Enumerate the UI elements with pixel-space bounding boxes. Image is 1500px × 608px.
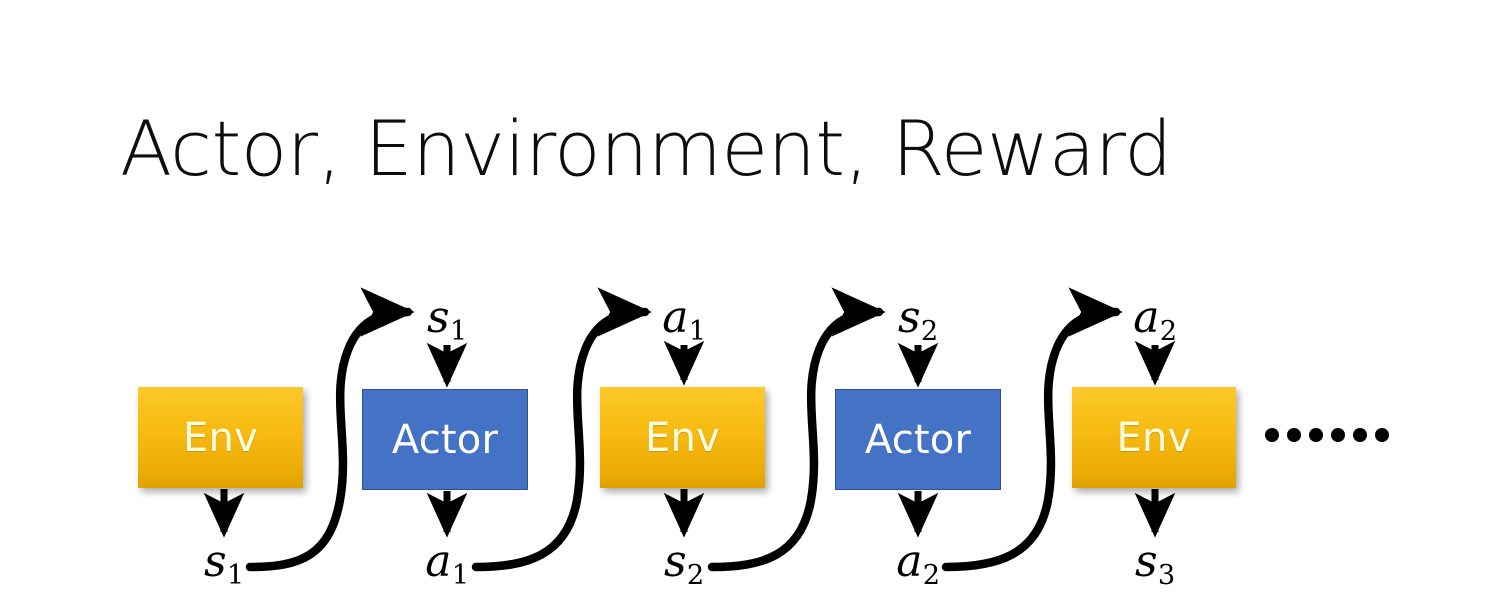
label-bottom-s2: s2 <box>664 540 704 590</box>
node-env-3[interactable]: Env <box>1072 387 1236 488</box>
node-env-2[interactable]: Env <box>600 387 765 488</box>
ellipsis-dots <box>1265 428 1389 442</box>
ellipsis-dot <box>1331 428 1345 442</box>
page-title: Actor, Environment, Reward <box>120 104 1172 193</box>
label-top-a1: a1 <box>662 296 706 346</box>
subscript: 3 <box>1157 560 1176 592</box>
label-bottom-s3: s3 <box>1135 540 1175 590</box>
symbol: a <box>425 536 452 587</box>
symbol: a <box>1133 292 1160 343</box>
node-label: Env <box>645 414 720 461</box>
node-actor-2[interactable]: Actor <box>835 389 1001 490</box>
arrow-out-of-box-group <box>203 489 1176 538</box>
label-top-s1: s1 <box>427 296 467 346</box>
subscript: 1 <box>449 316 468 348</box>
ellipsis-dot <box>1309 428 1323 442</box>
ellipsis-dot <box>1265 428 1279 442</box>
subscript: 1 <box>688 316 707 348</box>
arrow-into-box-group <box>426 340 1176 388</box>
subscript: 1 <box>226 560 245 592</box>
symbol: s <box>664 536 687 587</box>
subscript: 1 <box>451 560 470 592</box>
node-label: Actor <box>391 416 499 463</box>
node-label: Env <box>1116 414 1192 461</box>
symbol: a <box>662 292 689 343</box>
node-actor-1[interactable]: Actor <box>362 389 528 490</box>
symbol: s <box>204 536 227 587</box>
node-label: Env <box>183 414 258 461</box>
subscript: 2 <box>922 560 941 592</box>
label-bottom-a1: a1 <box>425 540 469 590</box>
subscript: 2 <box>686 560 705 592</box>
label-bottom-a2: a2 <box>896 540 940 590</box>
label-top-a2: a2 <box>1133 296 1177 346</box>
subscript: 2 <box>920 316 939 348</box>
ellipsis-dot <box>1287 428 1301 442</box>
symbol: s <box>898 292 921 343</box>
symbol: s <box>427 292 450 343</box>
ellipsis-dot <box>1353 428 1367 442</box>
label-top-s2: s2 <box>898 296 938 346</box>
node-label: Actor <box>864 416 972 463</box>
node-env-1[interactable]: Env <box>138 387 303 488</box>
ellipsis-dot <box>1375 428 1389 442</box>
symbol: s <box>1135 536 1158 587</box>
subscript: 2 <box>1159 316 1178 348</box>
symbol: a <box>896 536 923 587</box>
label-bottom-s1: s1 <box>204 540 244 590</box>
